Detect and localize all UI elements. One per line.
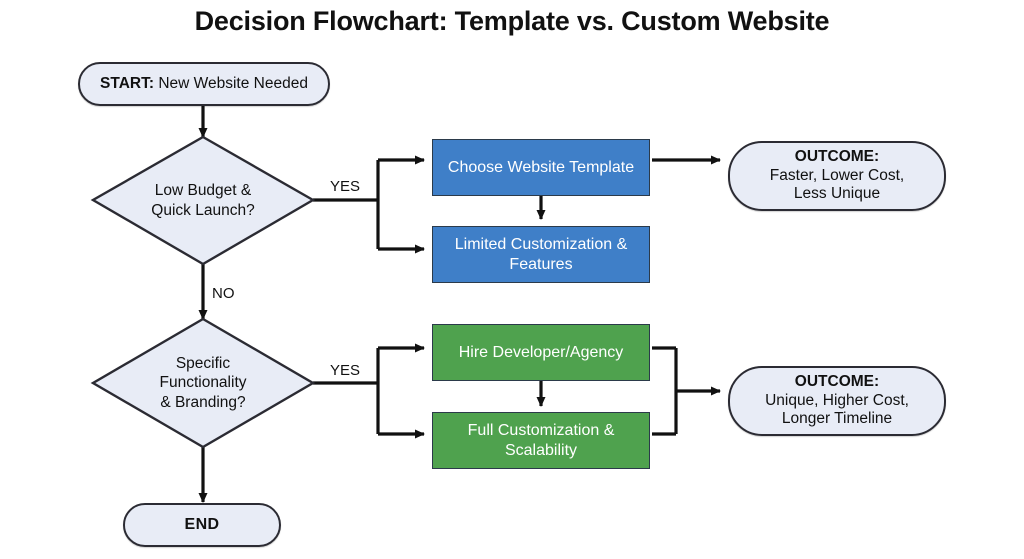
- outcome-template-emphasis: OUTCOME:: [794, 147, 880, 165]
- outcome-custom-line2: Longer Timeline: [781, 410, 893, 428]
- decision2-line3: & Branding?: [160, 393, 246, 411]
- node-start[interactable]: START: New Website Needed: [78, 62, 330, 106]
- node-end[interactable]: END: [123, 503, 281, 547]
- end-text: END: [184, 516, 220, 534]
- node-choose-website-template[interactable]: Choose Website Template: [432, 139, 650, 196]
- template-action-text: Choose Website Template: [447, 158, 635, 176]
- custom-action-text: Hire Developer/Agency: [458, 343, 624, 361]
- page-title: Decision Flowchart: Template vs. Custom …: [194, 6, 830, 36]
- node-decision-specific-functionality[interactable]: Specific Functionality & Branding?: [93, 319, 313, 447]
- node-outcome-custom[interactable]: OUTCOME: Unique, Higher Cost, Longer Tim…: [728, 366, 946, 436]
- custom-detail-line2: Scalability: [504, 441, 578, 459]
- edge-label-decision1-no: NO: [212, 285, 235, 302]
- decision1-line2: Quick Launch?: [151, 201, 255, 219]
- decision2-line2: Functionality: [159, 374, 247, 392]
- outcome-custom-emphasis: OUTCOME:: [794, 372, 880, 390]
- outcome-custom-line1: Unique, Higher Cost,: [765, 391, 909, 409]
- start-emphasis: START:: [100, 74, 159, 92]
- node-full-customization[interactable]: Full Customization & Scalability: [432, 412, 650, 469]
- edge-label-decision2-yes: YES: [330, 362, 361, 379]
- outcome-template-line1: Faster, Lower Cost,: [769, 166, 905, 184]
- start-text: New Website Needed: [158, 74, 308, 92]
- template-detail-line2: Features: [509, 255, 573, 273]
- node-hire-developer-agency[interactable]: Hire Developer/Agency: [432, 324, 650, 381]
- template-detail-line1: Limited Customization &: [454, 235, 628, 253]
- decision1-line1: Low Budget &: [154, 182, 252, 200]
- edge-label-decision1-yes: YES: [330, 178, 361, 195]
- node-outcome-template[interactable]: OUTCOME: Faster, Lower Cost, Less Unique: [728, 141, 946, 211]
- outcome-template-line2: Less Unique: [793, 185, 881, 203]
- node-decision-low-budget[interactable]: Low Budget & Quick Launch?: [93, 137, 313, 264]
- node-limited-customization[interactable]: Limited Customization & Features: [432, 226, 650, 283]
- decision2-line1: Specific: [175, 354, 231, 372]
- custom-detail-line1: Full Customization &: [467, 421, 615, 439]
